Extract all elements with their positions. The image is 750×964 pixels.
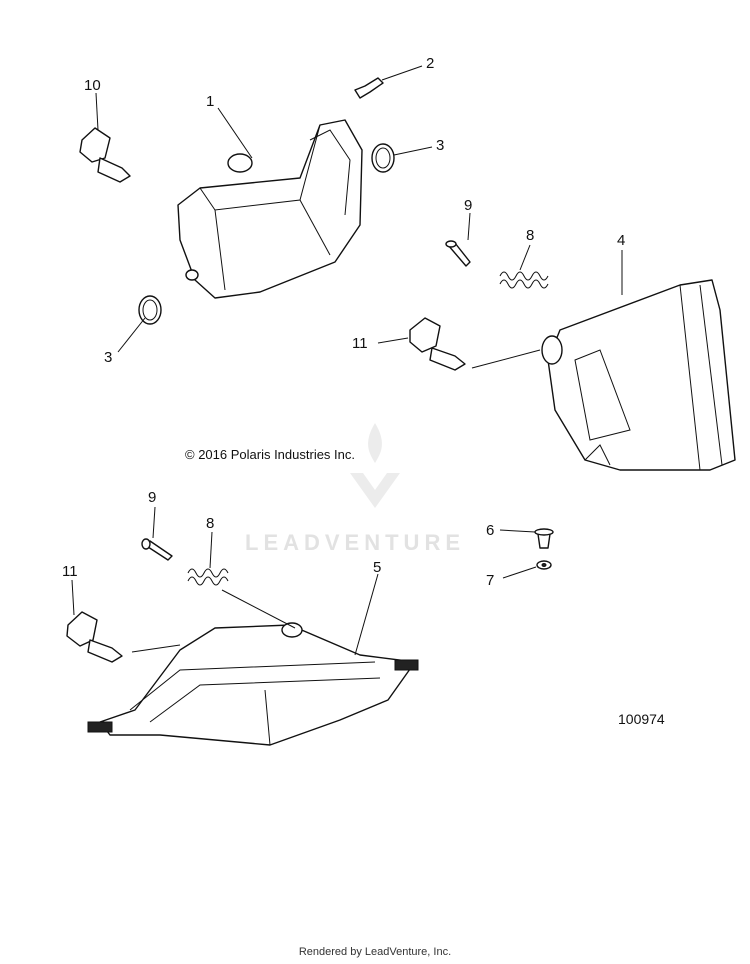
o-ring-3-upper	[371, 143, 395, 173]
callout-3-upper: 3	[436, 137, 444, 154]
headlight-housing-5	[87, 622, 419, 746]
callout-3-lower: 3	[104, 349, 112, 366]
screw-6	[534, 528, 554, 549]
bolt-9-upper	[445, 240, 471, 267]
callout-7: 7	[486, 572, 494, 589]
callout-1: 1	[206, 93, 214, 110]
callout-2: 2	[426, 55, 434, 72]
bulb-10	[79, 127, 131, 183]
headlight-housing-4	[541, 279, 736, 471]
callout-11-upper: 11	[352, 335, 368, 352]
drawing-number: 100974	[618, 711, 665, 727]
spring-8-lower	[187, 568, 229, 586]
callout-6: 6	[486, 522, 494, 539]
bulb-11-lower	[66, 611, 123, 663]
bulb-11-upper	[409, 317, 466, 371]
callout-8-upper: 8	[526, 227, 534, 244]
o-ring-3-lower	[138, 295, 162, 325]
headlight-housing-1	[177, 119, 363, 299]
callout-10: 10	[84, 77, 101, 94]
watermark-text: LEADVENTURE	[245, 530, 466, 555]
callout-8-lower: 8	[206, 515, 214, 532]
leader-lines	[71, 65, 623, 656]
spring-8-upper	[499, 271, 549, 289]
pin-2	[354, 77, 384, 99]
copyright-text: © 2016 Polaris Industries Inc.	[185, 447, 355, 462]
watermark-logo	[350, 423, 400, 508]
callout-4: 4	[617, 232, 625, 249]
callout-11-lower: 11	[62, 563, 78, 580]
callout-9-lower: 9	[148, 489, 156, 506]
bolt-9-lower	[141, 538, 173, 561]
callout-5: 5	[373, 559, 381, 576]
callout-9-upper: 9	[464, 197, 472, 214]
footer-credit: Rendered by LeadVenture, Inc.	[298, 946, 452, 958]
washer-7	[536, 560, 552, 570]
